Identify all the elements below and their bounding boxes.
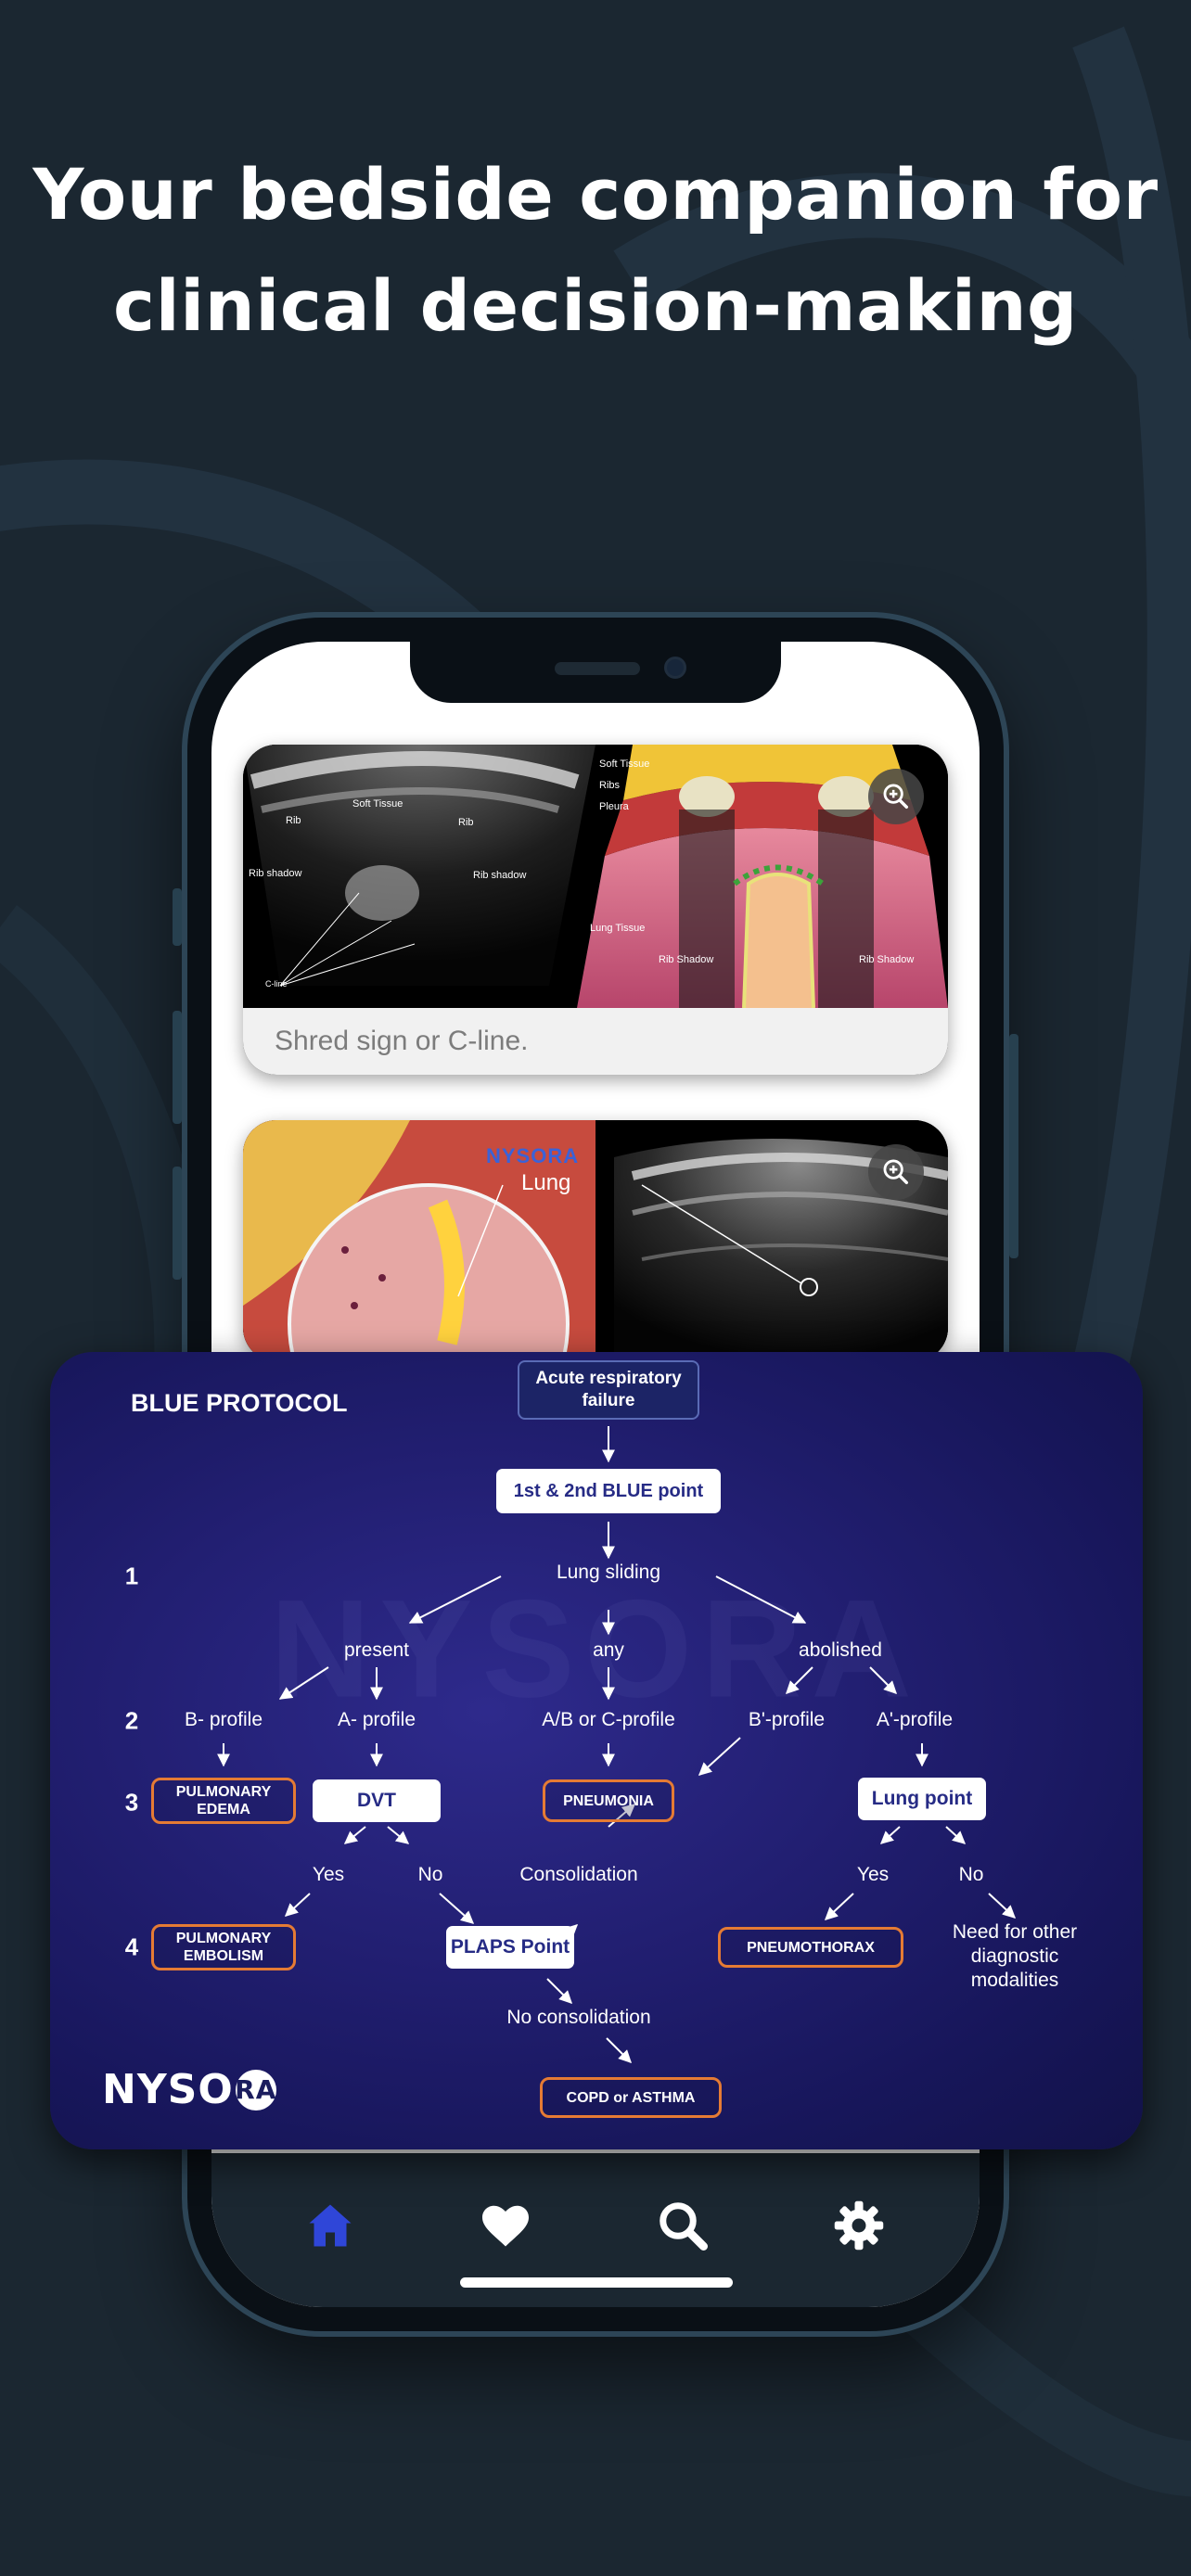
label-rib-shadow-d: Rib Shadow [859, 954, 915, 965]
image-card-shred-sign[interactable]: Soft Tissue Rib Rib Rib shadow Rib shado… [243, 745, 948, 1075]
row-number-1: 1 [124, 1562, 139, 1590]
label-rib-a: Rib [286, 815, 301, 826]
ultrasound-image-shred-sign [243, 745, 948, 1008]
node-blue-point: 1st & 2nd BLUE point [496, 1469, 721, 1513]
zoom-button[interactable] [868, 769, 924, 824]
zoom-in-icon [883, 784, 909, 810]
label-lung-tissue: Lung Tissue [590, 923, 646, 934]
blue-protocol-diagram: NYSORA [50, 1352, 1143, 2149]
node-pneumothorax: PNEUMOTHORAX [718, 1927, 903, 1968]
row-number-3: 3 [124, 1788, 139, 1817]
headline-line-1: Your bedside companion for [32, 153, 1159, 236]
phone-camera [664, 657, 686, 679]
home-indicator[interactable] [460, 2277, 733, 2288]
node-any: any [593, 1639, 624, 1661]
node-pulmonary-edema: PULMONARY EDEMA [151, 1778, 296, 1824]
label-ribs: Ribs [599, 780, 621, 791]
node-acute-respiratory-failure: Acute respiratory failure [518, 1360, 699, 1420]
node-lung-sliding: Lung sliding [556, 1562, 661, 1583]
phone-speaker [555, 662, 640, 675]
phone-side-button [173, 888, 182, 946]
node-plaps-point: PLAPS Point [446, 1926, 574, 1969]
phone-volume-down [173, 1167, 182, 1280]
label-rib-b: Rib [458, 817, 474, 828]
label-c-line: C-line [265, 979, 288, 988]
tab-favorites[interactable] [478, 2198, 533, 2253]
protocol-title: BLUE PROTOCOL [131, 1389, 348, 1417]
heart-icon [482, 2205, 529, 2247]
label-lung: Lung [521, 1170, 571, 1195]
node-b-profile: B- profile [184, 1709, 263, 1730]
search-icon [660, 2202, 708, 2251]
zoom-in-icon [883, 1159, 909, 1185]
label-pleura: Pleura [599, 801, 629, 812]
label-soft-tissue-left: Soft Tissue [352, 798, 403, 810]
node-consolidation: Consolidation [519, 1864, 638, 1885]
node-pulmonary-embolism: PULMONARY EMBOLISM [151, 1924, 296, 1970]
headline: Your bedside companion for clinical deci… [0, 139, 1191, 362]
gear-icon [834, 2200, 884, 2251]
protocol-arrows [217, 1426, 1017, 2063]
home-icon [309, 2204, 352, 2247]
node-copd-asthma: COPD or ASTHMA [540, 2077, 722, 2118]
node-lung-point: Lung point [858, 1778, 986, 1820]
node-no-right: No [958, 1864, 984, 1885]
node-other-modalities: Need for other diagnostic modalities [952, 1921, 1078, 1991]
node-b-prime-profile: B'-profile [748, 1709, 826, 1730]
label-rib-shadow-b: Rib shadow [473, 870, 527, 881]
image-card-lung[interactable]: NYSORA Lung [243, 1120, 948, 1361]
node-no-consolidation: No consolidation [506, 2007, 651, 2028]
node-ab-c-profile: A/B or C-profile [542, 1709, 675, 1730]
tab-search[interactable] [655, 2198, 711, 2253]
zoom-button[interactable] [868, 1144, 924, 1200]
node-present: present [343, 1639, 410, 1661]
protocol-watermark: NYSORA [270, 1570, 921, 1727]
node-yes-left: Yes [312, 1864, 345, 1885]
headline-line-2: clinical decision-making [113, 264, 1078, 347]
node-a-prime-profile: A'-profile [876, 1709, 954, 1730]
card-caption: Shred sign or C-line. [243, 1008, 948, 1075]
label-rib-shadow-c: Rib Shadow [659, 954, 714, 965]
nysora-logo: NYSO RA [102, 2066, 276, 2113]
node-pneumonia: PNEUMONIA [543, 1779, 674, 1822]
phone-power-button [1009, 1034, 1018, 1258]
ultrasound-image-lung [243, 1120, 948, 1361]
row-number-4: 4 [124, 1932, 139, 1961]
nysora-logo-text: NYSO [102, 2066, 234, 2113]
node-a-profile: A- profile [337, 1709, 416, 1730]
node-no-left: No [417, 1864, 443, 1885]
node-dvt: DVT [313, 1779, 441, 1822]
label-soft-tissue-right: Soft Tissue [599, 759, 650, 770]
label-brand: NYSORA [486, 1144, 580, 1167]
nysora-logo-ring: RA [235, 2069, 276, 2111]
tab-home[interactable] [302, 2198, 358, 2253]
tab-settings[interactable] [831, 2198, 887, 2253]
node-yes-right: Yes [856, 1864, 890, 1885]
row-number-2: 2 [124, 1706, 139, 1735]
node-abolished: abolished [799, 1639, 882, 1661]
phone-volume-up [173, 1011, 182, 1124]
label-rib-shadow-a: Rib shadow [249, 868, 302, 879]
